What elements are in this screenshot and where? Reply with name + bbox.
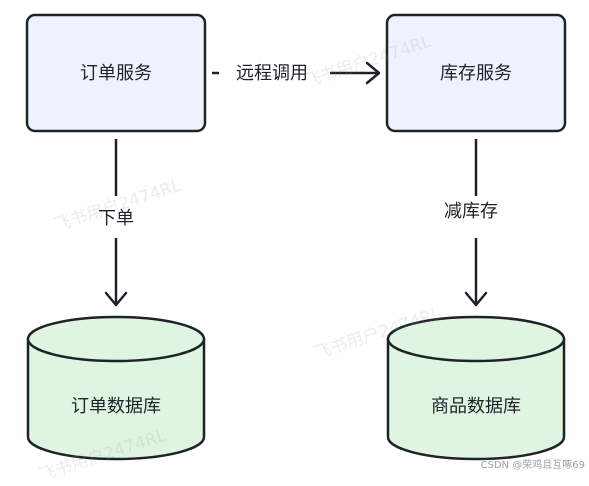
- product-db-label: 商品数据库: [431, 396, 521, 417]
- order-service-label: 订单服务: [80, 63, 152, 84]
- order-db-label: 订单数据库: [71, 396, 161, 417]
- credit-text: CSDN @荣鸡且互啄69: [480, 460, 585, 471]
- architecture-diagram: [25, 13, 567, 461]
- reduce-stock-label: 减库存: [444, 201, 498, 222]
- remote-call-arrowhead: [365, 61, 381, 85]
- product-db-cylinder[interactable]: [386, 315, 566, 461]
- reduce-stock-arrowhead: [464, 291, 488, 307]
- place-order-arrowhead: [104, 291, 128, 307]
- inventory-service-box[interactable]: [385, 13, 567, 133]
- inventory-service-label: 库存服务: [440, 63, 512, 84]
- order-service-box[interactable]: [25, 13, 207, 133]
- place-order-label: 下单: [98, 208, 134, 229]
- order-db-cylinder[interactable]: [26, 315, 206, 461]
- remote-call-label: 远程调用: [236, 63, 308, 84]
